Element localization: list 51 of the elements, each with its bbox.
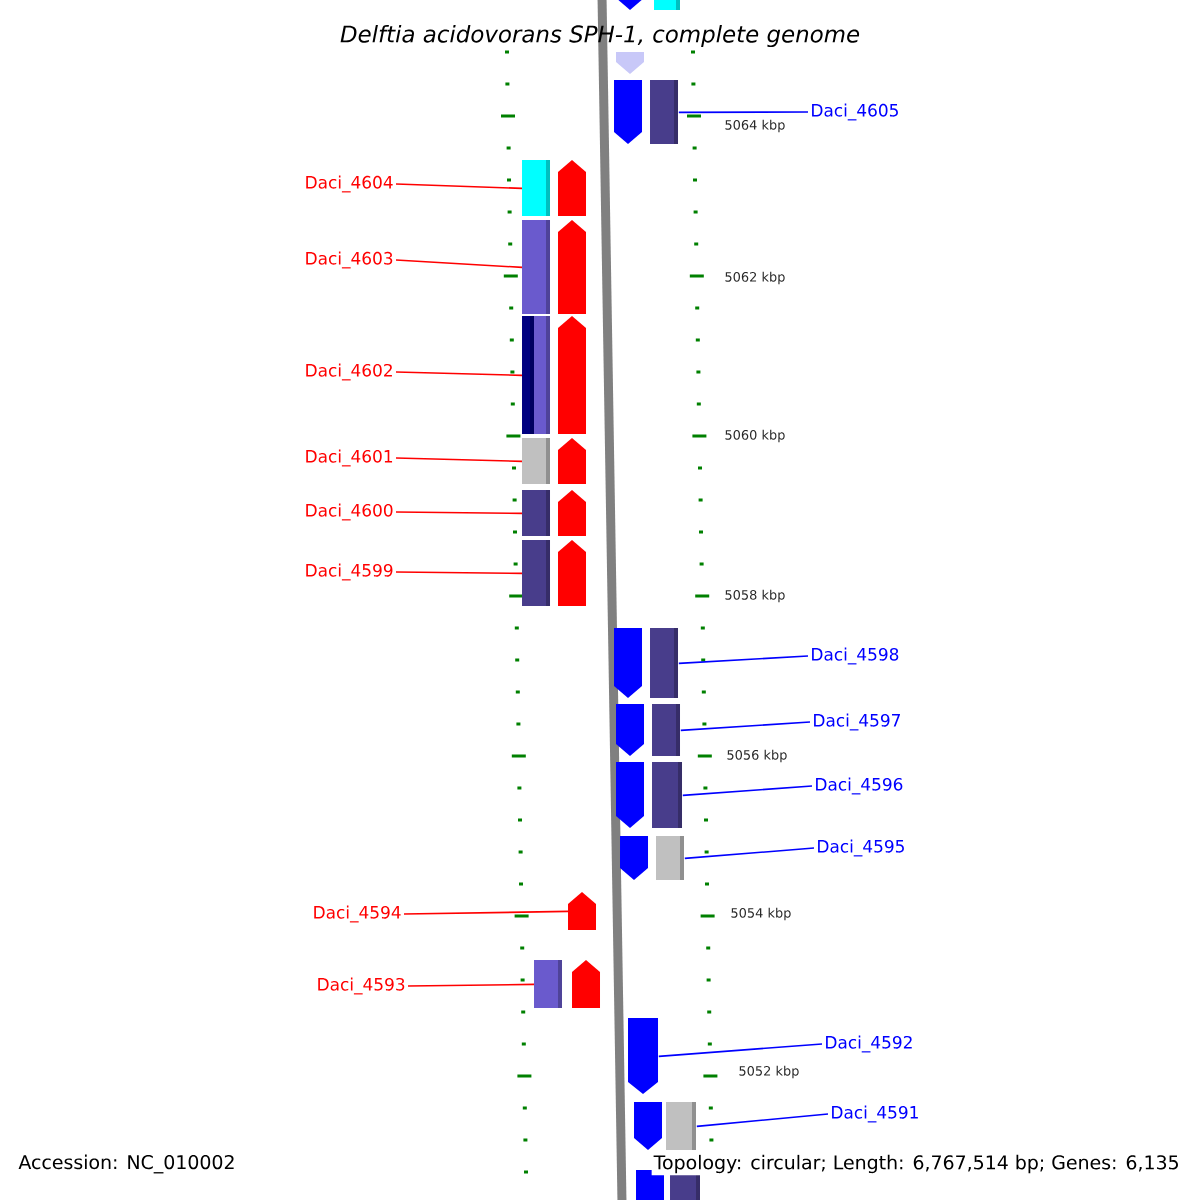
gene-drawing xyxy=(616,0,680,10)
gene-drawing xyxy=(522,160,586,216)
gene-drawing xyxy=(522,540,586,606)
gene-label: Daci_4604 xyxy=(306,175,393,193)
gene-label: Daci_4605 xyxy=(812,103,898,121)
genome-summary-text: Topology: circular; Length: 6,767,514 bp; Genes: 6,135 xyxy=(651,1152,1182,1176)
gene-drawing xyxy=(634,1102,696,1150)
leader-line xyxy=(680,721,811,732)
gene-label: Daci_4602 xyxy=(306,363,392,381)
gene-drawing xyxy=(534,960,600,1008)
gene-label: Daci_4592 xyxy=(826,1035,912,1053)
leader-line xyxy=(658,1043,823,1058)
gene-drawing xyxy=(522,490,586,536)
gene-label: Daci_4601 xyxy=(306,449,393,467)
gene-label: Daci_4591 xyxy=(832,1105,918,1123)
gene-drawing xyxy=(636,1170,700,1200)
gene-drawing xyxy=(620,836,684,880)
leader-line xyxy=(395,183,523,190)
gene-label: Daci_4599 xyxy=(306,563,393,581)
gene-label: Daci_4595 xyxy=(818,839,904,857)
gene-drawing xyxy=(522,316,586,434)
leader-line xyxy=(678,111,809,114)
accession-text: Accession: NC_010002 xyxy=(16,1152,238,1176)
leader-line xyxy=(684,847,815,860)
gene-drawing xyxy=(628,1018,658,1094)
leader-line xyxy=(407,983,535,987)
gene-label: Daci_4600 xyxy=(306,503,393,521)
leader-line xyxy=(696,1113,829,1128)
leader-line xyxy=(395,511,523,515)
leader-line xyxy=(395,371,523,377)
gene-label: Daci_4598 xyxy=(812,647,899,665)
gene-drawing xyxy=(616,704,680,756)
gene-label: Daci_4594 xyxy=(314,905,401,923)
gene-label: Daci_4603 xyxy=(306,251,393,269)
leader-line xyxy=(395,259,523,269)
gene-drawing xyxy=(522,220,586,314)
gene-label: Daci_4597 xyxy=(814,713,900,731)
gene-drawing xyxy=(616,52,644,74)
leader-line xyxy=(395,571,523,575)
gene-drawing xyxy=(614,628,678,698)
leader-line xyxy=(678,655,809,665)
gene-drawing xyxy=(522,438,586,484)
leader-line xyxy=(395,457,523,463)
title: Delftia acidovorans SPH-1, complete genome xyxy=(340,24,860,48)
gene-label: Daci_4596 xyxy=(816,777,903,795)
leader-line xyxy=(403,910,569,915)
gene-drawing xyxy=(616,762,682,828)
gene-label: Daci_4593 xyxy=(318,977,405,995)
leader-line xyxy=(682,785,813,797)
gene-drawing xyxy=(614,80,678,144)
gene-drawing xyxy=(568,892,596,930)
